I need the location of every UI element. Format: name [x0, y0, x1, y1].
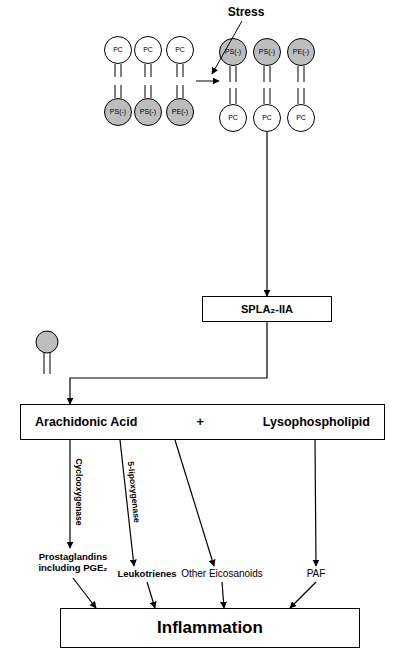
node-text: Lysophospholipid	[263, 415, 370, 429]
head-group-shape	[167, 99, 194, 126]
flow-arrow	[120, 440, 134, 566]
flow-arrow	[69, 440, 70, 548]
node-text: Arachidonic Acid	[35, 415, 137, 429]
enzyme-label: 5-lipoxygenase	[126, 461, 142, 523]
head-group-shape	[135, 37, 162, 64]
head-group-circle: PC	[134, 36, 162, 64]
product-label: Leukotrienes	[114, 566, 180, 582]
lipid-tails	[115, 64, 183, 98]
node-text: PS(-)	[110, 108, 126, 116]
flow-arrow	[175, 440, 214, 566]
head-group-circle: PC	[104, 36, 132, 64]
head-group-shape	[288, 105, 315, 132]
node-text: PC	[143, 46, 153, 54]
head-group-shape	[105, 37, 132, 64]
head-group-shape	[220, 39, 247, 66]
enzyme-box: SPLA₂-IIA	[202, 296, 332, 322]
head-group-shape	[254, 39, 281, 66]
head-group-circle: PC	[166, 36, 194, 64]
head-group-circle: PS(-)	[219, 38, 247, 66]
node-text: PC	[262, 114, 272, 122]
node-text: PC	[175, 46, 185, 54]
flow-arrow	[147, 582, 155, 608]
head-group-shape	[167, 37, 194, 64]
node-text: SPLA₂-IIA	[241, 303, 293, 316]
head-group-shape	[135, 99, 162, 126]
node-text: Inflammation	[157, 618, 263, 638]
flow-arrow	[70, 322, 267, 404]
flow-arrow	[290, 582, 316, 608]
outcome-box: Inflammation	[60, 608, 360, 648]
node-text: PE(-)	[172, 108, 188, 116]
node-text: Prostaglandins including PGE₂	[28, 552, 118, 574]
lipid-tails	[230, 66, 304, 104]
node-text: PS(-)	[140, 108, 156, 116]
node-text: PS(-)	[225, 48, 241, 56]
head-group-shape	[254, 105, 281, 132]
node-text: PS(-)	[259, 48, 275, 56]
node-text: PC	[228, 114, 238, 122]
node-text: PAF	[307, 568, 326, 580]
flip-arrow	[196, 81, 219, 82]
node-text: Leukotrienes	[117, 569, 176, 580]
head-group-shape	[288, 39, 315, 66]
product-box: Arachidonic Acid + Lysophospholipid	[20, 404, 385, 440]
head-group-shape	[220, 105, 247, 132]
flow-arrow	[315, 440, 316, 566]
node-text: Other Eicosanoids	[181, 568, 263, 580]
head-group-circle: PS(-)	[253, 38, 281, 66]
head-group-circle: PC	[253, 104, 281, 132]
stress-arrow	[212, 21, 242, 74]
head-group-shape	[105, 99, 132, 126]
head-group-circle: PE(-)	[166, 98, 194, 126]
product-label: Other Eicosanoids	[174, 566, 270, 582]
product-label: Prostaglandins including PGE₂	[28, 548, 118, 578]
flow-arrow	[266, 132, 267, 296]
flow-arrow	[73, 578, 96, 608]
stress-label: Stress	[228, 5, 265, 19]
node-text: PC	[113, 46, 123, 54]
head-group-circle: PS(-)	[104, 98, 132, 126]
node-text: +	[196, 415, 203, 429]
node-text: PC	[296, 114, 306, 122]
head-group-circle: PC	[287, 104, 315, 132]
node-text: PE(-)	[293, 48, 309, 56]
head-group-circle: PC	[219, 104, 247, 132]
head-group-circle: PE(-)	[287, 38, 315, 66]
enzyme-label: Cyclooxygenase	[74, 458, 84, 525]
phospholipid-symbol	[36, 331, 58, 374]
flow-arrow	[222, 582, 224, 608]
head-group-circle: PS(-)	[134, 98, 162, 126]
product-label: PAF	[298, 566, 334, 582]
